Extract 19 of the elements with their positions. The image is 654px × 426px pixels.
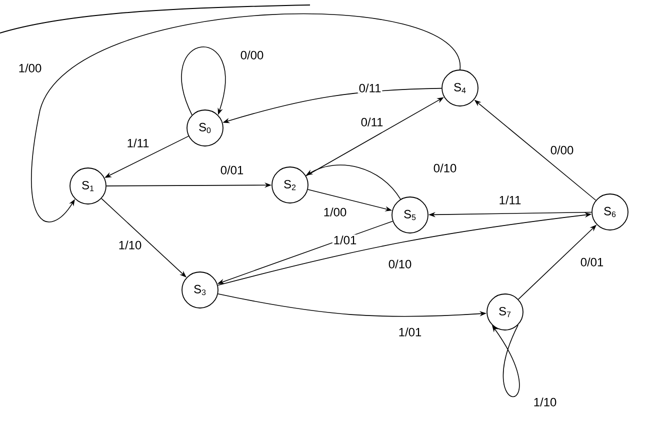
edge-label: 0/11 — [360, 116, 384, 128]
edge-label: 0/11 — [358, 82, 382, 94]
edge-label: 0/00 — [239, 50, 265, 60]
edge-label: 1/00 — [17, 62, 43, 74]
edge-label: 0/10 — [432, 162, 458, 174]
edge-label: 1/01 — [397, 326, 423, 338]
edge-label: 1/00 — [322, 206, 348, 218]
edge-label: 0/01 — [219, 164, 245, 176]
arrow — [30, 13, 460, 222]
arrow — [101, 198, 186, 278]
edge-label: 0/01 — [579, 256, 605, 268]
edge-label: 1/10 — [117, 240, 143, 250]
edge-label: 0/00 — [549, 144, 575, 156]
edge-label: 1/11 — [126, 138, 150, 148]
edge-label: 1/11 — [498, 194, 522, 206]
arrow — [181, 46, 226, 116]
edge-label: 1/10 — [532, 396, 558, 408]
edge-label: 1/01 — [332, 234, 358, 246]
edge-label: 0/10 — [387, 258, 413, 270]
